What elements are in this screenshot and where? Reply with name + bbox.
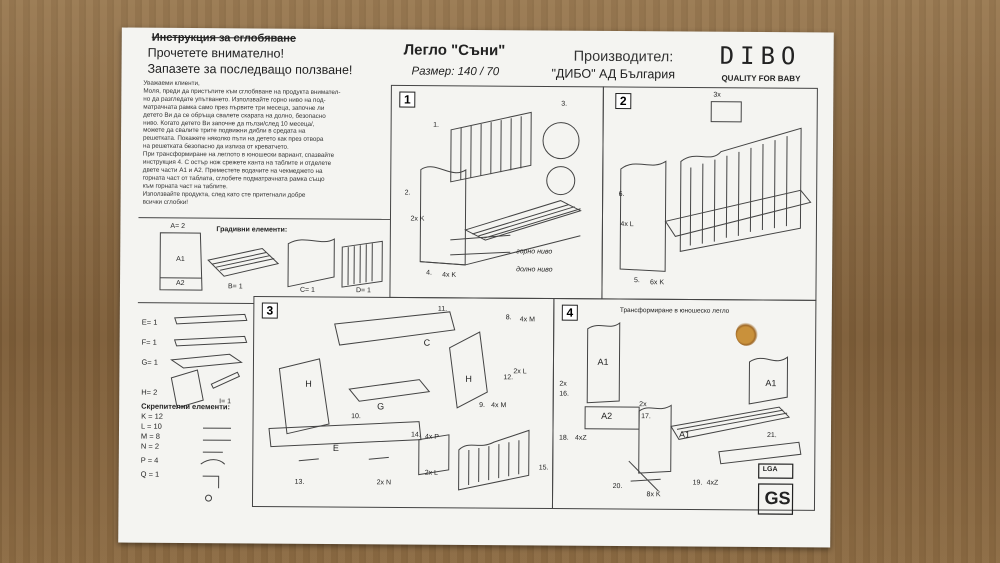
step3-frame: [251, 295, 555, 510]
part-c-count: C= 1: [299, 286, 315, 294]
step2-screws-6k: 6x K: [650, 279, 665, 287]
step1-callout-3: 3.: [561, 100, 568, 108]
part-e-count: E= 1: [141, 317, 158, 327]
part-a-board: [159, 232, 203, 291]
part-g-count: G= 1: [141, 357, 158, 367]
lga-mark: LGA: [762, 466, 778, 474]
step3-callout-10: 10.: [351, 413, 361, 421]
part-a2-label: A2: [175, 279, 185, 287]
step3-callout-8: 8.: [505, 314, 512, 322]
step4-2x-b: 2x: [639, 401, 647, 409]
part-d-count: D= 1: [355, 287, 371, 295]
step4-part-a1-front: A1: [678, 429, 691, 440]
step3-part-e: E: [332, 443, 339, 454]
step2-callout-6: 6.: [618, 190, 625, 199]
step4-callout-18: 18.: [558, 434, 569, 442]
step4-2x-a: 2x: [559, 380, 567, 388]
step4-part-a2: A2: [601, 410, 613, 421]
step4-callout-16: 16.: [559, 390, 570, 398]
step4-frame: [551, 298, 817, 511]
part-p-count: P = 4: [140, 455, 159, 465]
step1-screws-2k: 2x K: [410, 215, 425, 223]
part-n-count: N = 2: [140, 441, 160, 451]
part-q-count: Q = 1: [140, 469, 160, 479]
step3-screws-2n: 2x N: [376, 479, 392, 487]
step3-screws-4p: 4x P: [424, 433, 439, 441]
step3-callout-12: 12.: [503, 374, 514, 382]
fasteners-title: Скрепителни елементи:: [141, 401, 231, 412]
parts-list: E= 1 F= 1 G= 1 H= 2 Скрепителни елементи…: [141, 318, 231, 481]
step3-callout-14: 14.: [410, 431, 421, 439]
part-k-count: K = 12: [141, 411, 164, 421]
step3-part-h-left: H: [305, 378, 312, 389]
step1-callout-4: 4.: [426, 269, 432, 277]
part-a1-label: A1: [176, 255, 185, 263]
step2-callout-5: 5.: [634, 277, 640, 285]
upper-level-label: горно ниво: [516, 248, 553, 256]
part-l-count: L = 10: [140, 421, 162, 431]
step3-part-g: G: [377, 401, 385, 412]
step4-callout-20: 20.: [612, 482, 623, 491]
part-b-count: B= 1: [227, 283, 243, 291]
step4-title: Трансформиране в юношеско легло: [619, 307, 730, 315]
step3-part-h-right: H: [465, 373, 472, 384]
step4-part-a1-right: A1: [765, 378, 777, 389]
part-h-count: H= 2: [141, 387, 158, 397]
step4-screws-8k: 8x K: [646, 491, 661, 499]
part-f-count: F= 1: [141, 337, 157, 347]
step1-callout-2: 2.: [404, 189, 411, 197]
step4-callout-17: 17.: [641, 413, 651, 421]
step3-callout-15: 15.: [538, 464, 549, 472]
part-a-count: A= 2: [170, 222, 186, 230]
step1-number: 1: [399, 91, 416, 108]
paper-stain: [735, 321, 758, 346]
step3-screws-4m-b: 4x M: [491, 402, 507, 410]
step4-screws-4z-a: 4xZ: [574, 434, 587, 442]
step1-frame: [389, 84, 604, 300]
step4-callout-21: 21.: [766, 432, 777, 440]
step3-callout-11: 11.: [437, 305, 448, 313]
instruction-sheet: Инструкция за сглобяване Прочетете внима…: [118, 27, 834, 548]
lower-level-label: долно ниво: [516, 266, 553, 274]
step1-callout-1: 1.: [433, 121, 440, 129]
part-i-count: I= 1: [219, 398, 232, 406]
step4-part-a1-top: A1: [597, 356, 609, 367]
instruction-line-art: [137, 84, 818, 515]
step4-callout-19: 19.: [692, 479, 703, 487]
step3-screws-4m-a: 4x M: [519, 316, 535, 324]
step3-callout-13: 13.: [294, 478, 305, 486]
step4-screws-4z-b: 4xZ: [706, 479, 719, 487]
gs-mark: GS: [764, 488, 791, 509]
parts-title: Градивни елементи:: [216, 226, 288, 234]
step3-number: 3: [261, 302, 278, 319]
step3-screws-2l-b: 2x L: [424, 469, 438, 477]
step2-screws-4l: 4x L: [620, 221, 634, 229]
step4-number: 4: [561, 304, 578, 321]
step2-number: 2: [615, 92, 632, 110]
step3-callout-9: 9.: [479, 402, 486, 410]
step2-callout-7: 3x: [713, 91, 721, 99]
step3-screws-2l-a: 2x L: [513, 368, 527, 376]
step1-screws-4k: 4x K: [442, 271, 457, 279]
step3-part-c: C: [423, 337, 431, 348]
part-m-count: M = 8: [140, 431, 160, 441]
